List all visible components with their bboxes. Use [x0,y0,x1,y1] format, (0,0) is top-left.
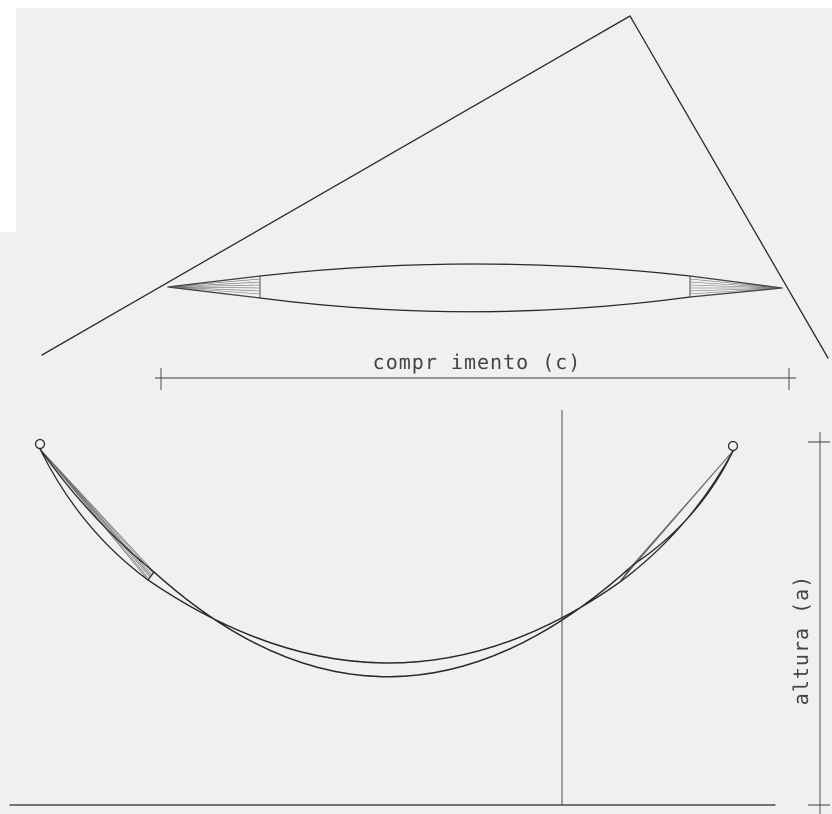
support-triangle [41,15,829,359]
right-cord-fan-top [689,275,783,298]
right-cord-fan-side [619,450,734,583]
side-view: altura (a) [9,410,830,814]
top-view: compr imento (c) [41,15,829,390]
paper-background [0,8,832,814]
left-cord-fan-top [167,275,261,299]
height-label: altura (a) [789,575,813,705]
height-dimension: altura (a) [789,432,830,814]
length-dimension: compr imento (c) [155,350,796,390]
length-label: compr imento (c) [373,350,582,374]
